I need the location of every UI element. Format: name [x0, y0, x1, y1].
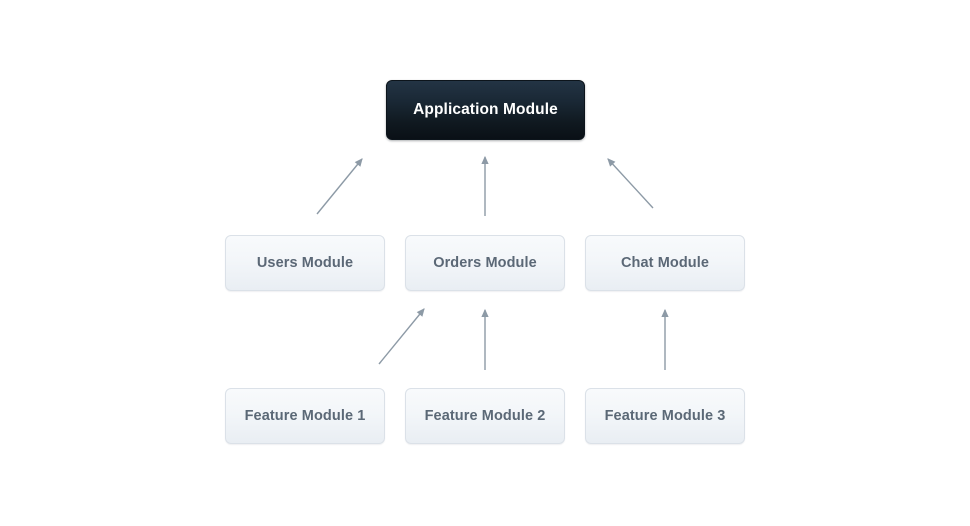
node-feature-module-3[interactable]: Feature Module 3	[585, 388, 745, 444]
node-feature-module-2[interactable]: Feature Module 2	[405, 388, 565, 444]
arrow-chat-to-application	[607, 158, 654, 209]
node-label-users-module: Users Module	[256, 254, 354, 271]
node-label-application-module: Application Module	[413, 101, 558, 119]
node-application-module[interactable]: Application Module	[386, 80, 585, 140]
node-label-feature-module-3: Feature Module 3	[604, 407, 726, 424]
node-orders-module[interactable]: Orders Module	[405, 235, 565, 291]
node-label-orders-module: Orders Module	[433, 254, 537, 271]
node-chat-module[interactable]: Chat Module	[585, 235, 745, 291]
node-label-feature-module-1: Feature Module 1	[244, 407, 366, 424]
node-feature-module-1[interactable]: Feature Module 1	[225, 388, 385, 444]
node-label-feature-module-2: Feature Module 2	[424, 407, 546, 424]
arrow-users-to-application	[316, 158, 363, 215]
node-users-module[interactable]: Users Module	[225, 235, 385, 291]
node-label-chat-module: Chat Module	[620, 254, 710, 271]
arrow-feature1-to-users	[378, 308, 425, 365]
